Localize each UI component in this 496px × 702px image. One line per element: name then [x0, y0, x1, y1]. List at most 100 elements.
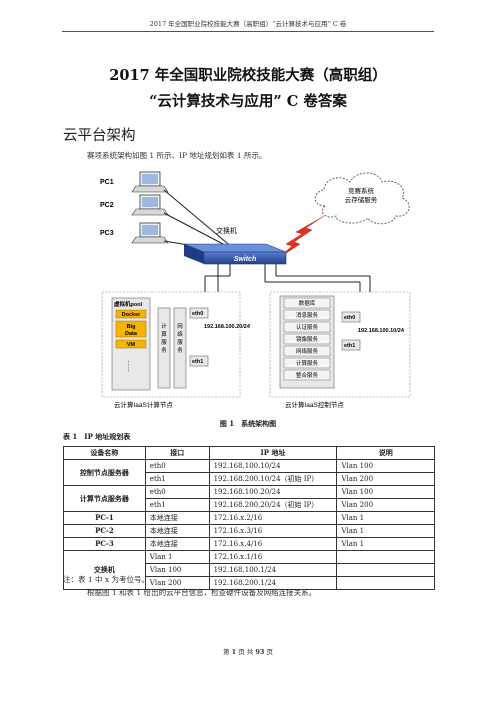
notes-cell [336, 563, 435, 577]
intro-paragraph: 赛项系统架构如图 1 所示、IP 地址规划如表 1 所示。 [87, 151, 267, 160]
notes-cell: Vlan 200 [336, 498, 435, 512]
compute-eth0-label: eth0 [192, 311, 203, 317]
compute-service-char1: 计 [161, 322, 167, 330]
section-heading: 云平台架构 [63, 128, 136, 144]
ip-cell: 192.168.200.1/24 [208, 576, 338, 590]
ellipsis-label: …… [126, 360, 132, 372]
bigdata-label-line1: Big [127, 324, 136, 330]
computer-icon [131, 222, 169, 244]
network-service-char1: 网 [177, 323, 183, 330]
ip-cell: 172.16.x.1/16 [208, 550, 338, 564]
document-title-line1: 2017 年全国职业院校技能大赛（高职组） [109, 67, 387, 84]
pc3-label: PC3 [100, 230, 114, 237]
compute-ip-label: 192.168.100.20/24 [204, 324, 251, 330]
table-caption: 表 1 IP 地址规划表 [63, 432, 131, 441]
interface-cell: Vlan 100 [144, 563, 210, 577]
interface-cell: eth0 [144, 459, 210, 473]
table-row: 计算节点服务器 eth0 192.168.100.20/24 Vlan 100 [63, 485, 435, 512]
table-header-row: 设备名称 接口 IP 地址 说明 [63, 446, 435, 460]
cloud-storage: 竞赛系统 云存储服务 [314, 172, 410, 225]
page-footer: 第 1 页 共 93 页 [0, 646, 496, 656]
service-item: 镜像服务 [296, 335, 319, 343]
header-device: 设备名称 [63, 446, 146, 460]
figure-caption: 图 1 系统架构图 [219, 419, 277, 428]
table-row: PC-1 本地连接 172.16.x.2/16 Vlan 1 [63, 511, 435, 525]
header-notes: 说明 [336, 446, 435, 460]
ip-cell: 192.168.200.10/24（初始 IP） [208, 472, 338, 486]
network-service-char2: 络 [177, 330, 183, 338]
table-note: 注：表 1 中 x 为考位号。 [63, 575, 150, 584]
network-service-char3: 服 [177, 339, 183, 346]
switch: 交换机 Switch [183, 226, 287, 265]
bigdata-label-line2: Data [125, 331, 138, 337]
device-name: PC-1 [63, 511, 146, 525]
device-name: 计算节点服务器 [63, 485, 146, 512]
page-number: 1 [231, 648, 237, 656]
control-ip-label: 192.168.100.10/24 [358, 328, 405, 334]
instruction-text: 根据图 1 和表 1 给出的云平台信息，检查硬件设备及网络连接关系。 [87, 588, 317, 597]
control-eth0-label: eth0 [344, 315, 355, 321]
docker-label: Docker [122, 312, 142, 318]
ip-cell: 192.168.100.1/24 [208, 563, 338, 577]
pc2-label: PC2 [100, 202, 114, 209]
control-node: 数据库 消息服务 认证服务 镜像服务 网络服务 计算服务 整合服务 eth0 1… [269, 291, 411, 409]
ip-cell: 172.16.x.2/16 [208, 511, 338, 525]
interface-cell: 本地连接 [144, 537, 210, 551]
compute-service-char3: 服 [161, 339, 167, 346]
table-row: eth1 192.168.200.20/24（初始 IP） Vlan 200 [64, 498, 435, 512]
compute-service-char2: 算 [161, 330, 167, 338]
cloud-label-line2: 云存储服务 [345, 195, 378, 204]
header-interface: 接口 [144, 446, 210, 460]
table-row: 控制节点服务器 eth0 192.168.100.10/24 Vlan 100 [63, 459, 435, 486]
control-node-caption: 云计算IaaS控制节点 [285, 400, 344, 409]
switch-caption: 交换机 [216, 226, 237, 235]
ip-plan-table: 设备名称 接口 IP 地址 说明 控制节点服务器 eth0 192.168.10… [63, 446, 435, 590]
running-header: 2017 年全国职业院校技能大赛（高职组）“云计算技术与应用” C 卷 [149, 20, 347, 28]
interface-cell: 本地连接 [144, 511, 210, 525]
service-item: 认证服务 [296, 323, 319, 331]
device-name: PC-2 [63, 524, 146, 538]
docker-box [115, 309, 147, 319]
notes-cell: Vlan 100 [336, 459, 435, 473]
pc2: PC2 [100, 194, 169, 216]
pc3: PC3 [100, 222, 169, 244]
interface-cell: eth1 [144, 498, 210, 512]
interface-cell: Vlan 1 [144, 550, 210, 564]
notes-cell: Vlan 100 [336, 485, 435, 499]
notes-cell: Vlan 1 [336, 537, 435, 551]
compute-eth1-label: eth1 [192, 359, 203, 365]
document-title-line2: “云计算技术与应用” C 卷答案 [149, 93, 347, 110]
notes-cell: Vlan 200 [336, 472, 435, 486]
interface-cell: eth0 [144, 485, 210, 499]
ip-cell: 192.168.100.10/24 [208, 459, 338, 473]
ip-cell: 172.16.x.4/16 [208, 537, 338, 551]
table-row: PC-2 本地连接 172.16.x.3/16 Vlan 1 [63, 524, 435, 538]
network-service-char4: 务 [177, 346, 183, 354]
pc1-label: PC1 [100, 179, 114, 186]
service-item: 数据库 [299, 299, 316, 307]
notes-cell [336, 576, 435, 590]
pc1: PC1 [100, 171, 169, 193]
compute-node: 虚拟机pool Docker Big Data VM …… 计 算 服 务 网 … [101, 291, 251, 409]
table-row: 交换机 Vlan 1 172.16.x.1/16 [63, 550, 435, 590]
notes-cell: Vlan 1 [336, 511, 435, 525]
control-eth1-label: eth1 [344, 343, 355, 349]
device-name: 交换机 [63, 550, 146, 590]
table-row: Vlan 200 192.168.200.1/24 [64, 576, 435, 590]
bigdata-box [115, 320, 147, 338]
system-architecture-diagram: PC1 PC2 PC3 竞赛系统 云存储服务 [100, 171, 411, 409]
ip-cell: 192.168.100.20/24 [208, 485, 338, 499]
service-item: 整合服务 [296, 371, 319, 379]
vm-label: VM [127, 342, 136, 348]
interface-cell: 本地连接 [144, 524, 210, 538]
compute-service-char4: 务 [161, 346, 167, 354]
table-row: PC-3 本地连接 172.16.x.4/16 Vlan 1 [63, 537, 435, 551]
service-list: 数据库 消息服务 认证服务 镜像服务 网络服务 计算服务 整合服务 [283, 297, 331, 381]
device-name: PC-3 [63, 537, 146, 551]
compute-node-caption: 云计算IaaS计算节点 [114, 400, 173, 409]
pool-label: 虚拟机pool [114, 300, 143, 308]
switch-label: Switch [234, 256, 257, 263]
footer-prefix: 第 [223, 648, 230, 656]
ip-cell: 192.168.200.20/24（初始 IP） [208, 498, 338, 512]
notes-cell [336, 550, 435, 564]
